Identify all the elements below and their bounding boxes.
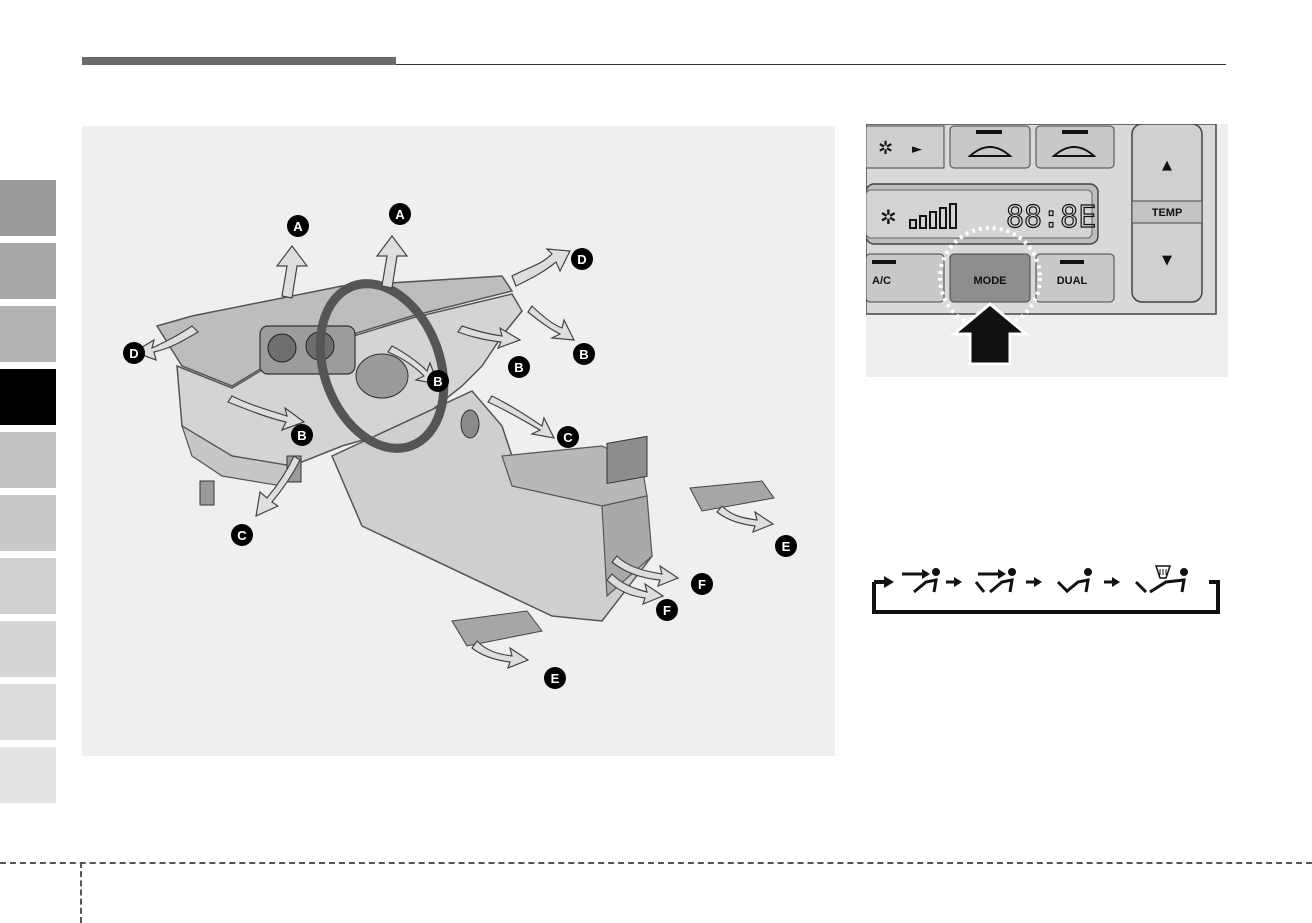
chapter-tab-1[interactable] (0, 180, 56, 236)
svg-text:D: D (129, 346, 138, 361)
chapter-tab-10[interactable] (0, 747, 56, 803)
svg-text:B: B (579, 347, 588, 362)
header-rule (396, 64, 1226, 65)
sequence-arrow-icon (1112, 577, 1120, 587)
fresh-air-button (1036, 126, 1114, 168)
vent-label-d2: D (123, 342, 145, 364)
gear-shift (461, 410, 479, 438)
sequence-arrow-icon (954, 577, 962, 587)
vent-label-a2: A (389, 203, 411, 225)
vent-label-b2: B (508, 356, 530, 378)
chapter-tab-9[interactable] (0, 684, 56, 740)
temp-up-icon: ▲ (1162, 158, 1172, 173)
climate-panel-illustration: ✲ ► ✲ 88:8E ▲ TEMP ▼ (866, 124, 1228, 377)
svg-text:C: C (237, 528, 247, 543)
sequence-arrow-icon (1034, 577, 1042, 587)
svg-text:A: A (293, 219, 303, 234)
vent-label-e1: E (775, 535, 797, 557)
floor-vent-front (452, 611, 542, 646)
sequence-loop-line (874, 582, 1218, 612)
dashboard-vents-illustration: A A D D B B B B C C E E F F (82, 126, 835, 756)
svg-text:✲: ✲ (878, 138, 893, 159)
bilevel-mode-icon (976, 568, 1016, 592)
floor-vent-rear (690, 481, 774, 511)
svg-text:DUAL: DUAL (1057, 275, 1088, 287)
temp-display: 88:8E (1006, 200, 1096, 235)
svg-text:B: B (297, 428, 306, 443)
footer-rule (0, 862, 1312, 864)
mode-button: MODE (950, 254, 1030, 302)
svg-text:C: C (563, 430, 573, 445)
chapter-tab-7[interactable] (0, 558, 56, 614)
chapter-tab-8[interactable] (0, 621, 56, 677)
vent-label-d1: D (571, 248, 593, 270)
chapter-tab-6[interactable] (0, 495, 56, 551)
svg-text:A/C: A/C (872, 275, 891, 287)
svg-text:F: F (698, 577, 706, 592)
header-bar (82, 57, 396, 65)
chapter-tab-4[interactable] (0, 369, 56, 425)
pedal-left (200, 481, 214, 505)
dual-button: DUAL (1036, 254, 1114, 302)
temp-label: TEMP (1152, 207, 1183, 219)
vent-label-e2: E (544, 667, 566, 689)
dashboard-svg: A A D D B B B B C C E E F F (82, 126, 835, 756)
temp-down-icon: ▼ (1162, 253, 1172, 268)
fan-button: ✲ ► (866, 126, 944, 168)
sequence-start-arrow-icon (884, 576, 894, 588)
ac-button: A/C (866, 254, 944, 302)
footer-divider (80, 862, 82, 923)
mode-sequence-diagram (866, 560, 1228, 620)
svg-text:E: E (551, 671, 560, 686)
vent-label-c1: C (557, 426, 579, 448)
rear-console-vent (607, 436, 647, 483)
vent-label-b1: B (573, 343, 595, 365)
climate-panel-svg: ✲ ► ✲ 88:8E ▲ TEMP ▼ (866, 124, 1228, 377)
chapter-tab-5[interactable] (0, 432, 56, 488)
steering-hub (356, 354, 408, 398)
fan-display-icon: ✲ (880, 205, 897, 229)
svg-text:D: D (577, 252, 586, 267)
svg-text:E: E (782, 539, 791, 554)
chapter-tab-3[interactable] (0, 306, 56, 362)
face-mode-icon (902, 568, 940, 592)
svg-text:MODE: MODE (974, 275, 1007, 287)
floor-defrost-mode-icon (1136, 566, 1188, 592)
vent-label-f1: F (691, 573, 713, 595)
vent-label-a1: A (287, 215, 309, 237)
svg-text:B: B (514, 360, 523, 375)
vent-label-c2: C (231, 524, 253, 546)
svg-text:B: B (433, 374, 442, 389)
vent-label-f2: F (656, 599, 678, 621)
vent-label-b3: B (427, 370, 449, 392)
svg-text:A: A (395, 207, 405, 222)
floor-mode-icon (1058, 568, 1092, 592)
recirculate-button (950, 126, 1030, 168)
chapter-tab-2[interactable] (0, 243, 56, 299)
vent-label-b4: B (291, 424, 313, 446)
svg-text:F: F (663, 603, 671, 618)
svg-text:►: ► (912, 142, 922, 157)
gauge-left (268, 334, 296, 362)
